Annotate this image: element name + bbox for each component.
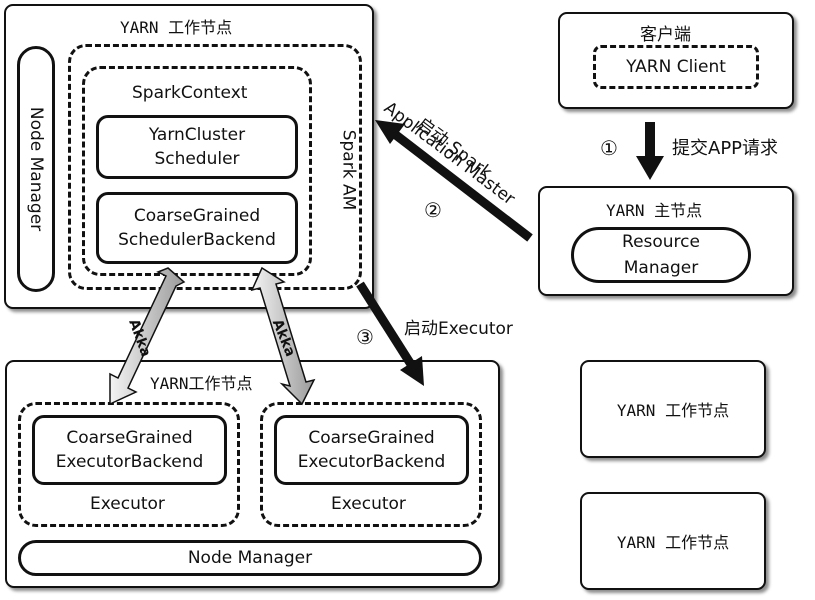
yarn-cluster-scheduler: YarnCluster Scheduler [96, 115, 298, 179]
step3-label: 启动Executor [404, 319, 513, 339]
akka-label-2: Akka [268, 316, 299, 360]
yarn-master-title: YARN 主节点 [606, 201, 703, 220]
other-worker-node-2-title: YARN 工作节点 [616, 533, 730, 552]
step1-number: ① [600, 136, 618, 160]
am-node-manager-label: Node Manager [26, 106, 47, 232]
other-worker-node-1-title: YARN 工作节点 [616, 401, 730, 420]
coarse-grained-scheduler-backend: CoarseGrained SchedulerBackend [96, 192, 298, 264]
client-node [558, 12, 794, 109]
other-worker-node-1: YARN 工作节点 [580, 360, 766, 458]
other-worker-node-2: YARN 工作节点 [580, 492, 766, 590]
coarse-grained-executor-backend-2: CoarseGrained ExecutorBackend [274, 415, 469, 485]
executor-label-1: Executor [90, 494, 165, 514]
submit-app-arrow [636, 122, 664, 180]
step2-label-line2: Application Master [379, 98, 519, 210]
executor-label-2: Executor [331, 494, 406, 514]
step3-number: ③ [356, 325, 374, 349]
yarn-client: YARN Client [593, 45, 759, 89]
yarn-client-label: YARN Client [626, 57, 726, 77]
step2-number: ② [424, 198, 442, 222]
step1-label: 提交APP请求 [672, 138, 779, 159]
am-worker-node-title: YARN 工作节点 [120, 18, 233, 37]
executor-node-manager-label: Node Manager [187, 548, 313, 568]
akka-label-1: Akka [125, 316, 154, 360]
executor-worker-node-title: YARN工作节点 [150, 374, 253, 393]
coarse-grained-executor-backend-1: CoarseGrained ExecutorBackend [32, 415, 227, 485]
spark-am-label: Spark AM [338, 129, 359, 211]
client-title: 客户端 [640, 25, 691, 45]
resource-manager: Resource Manager [571, 227, 751, 283]
am-node-manager: Node Manager [17, 46, 55, 292]
spark-context-container [82, 66, 312, 276]
executor-container-2 [260, 402, 482, 527]
spark-context-label: SparkContext [132, 83, 248, 103]
executor-node-manager: Node Manager [18, 540, 482, 576]
spark-am-container [68, 44, 362, 290]
